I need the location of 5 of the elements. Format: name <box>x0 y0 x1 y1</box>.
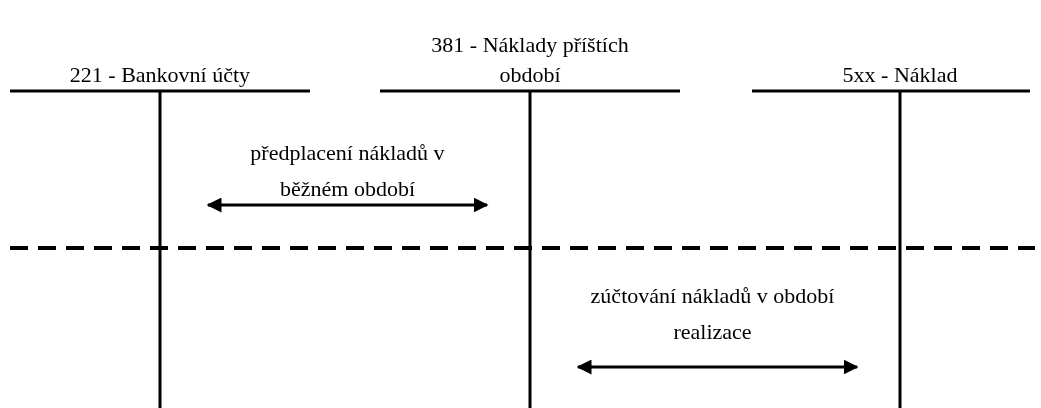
account-title: 5xx - Náklad <box>841 61 959 89</box>
double-arrow <box>206 197 489 213</box>
account-title: 221 - Bankovní účty <box>68 61 252 89</box>
account-title: 381 - Náklady příštích období <box>430 31 630 89</box>
double-arrow <box>576 359 859 375</box>
